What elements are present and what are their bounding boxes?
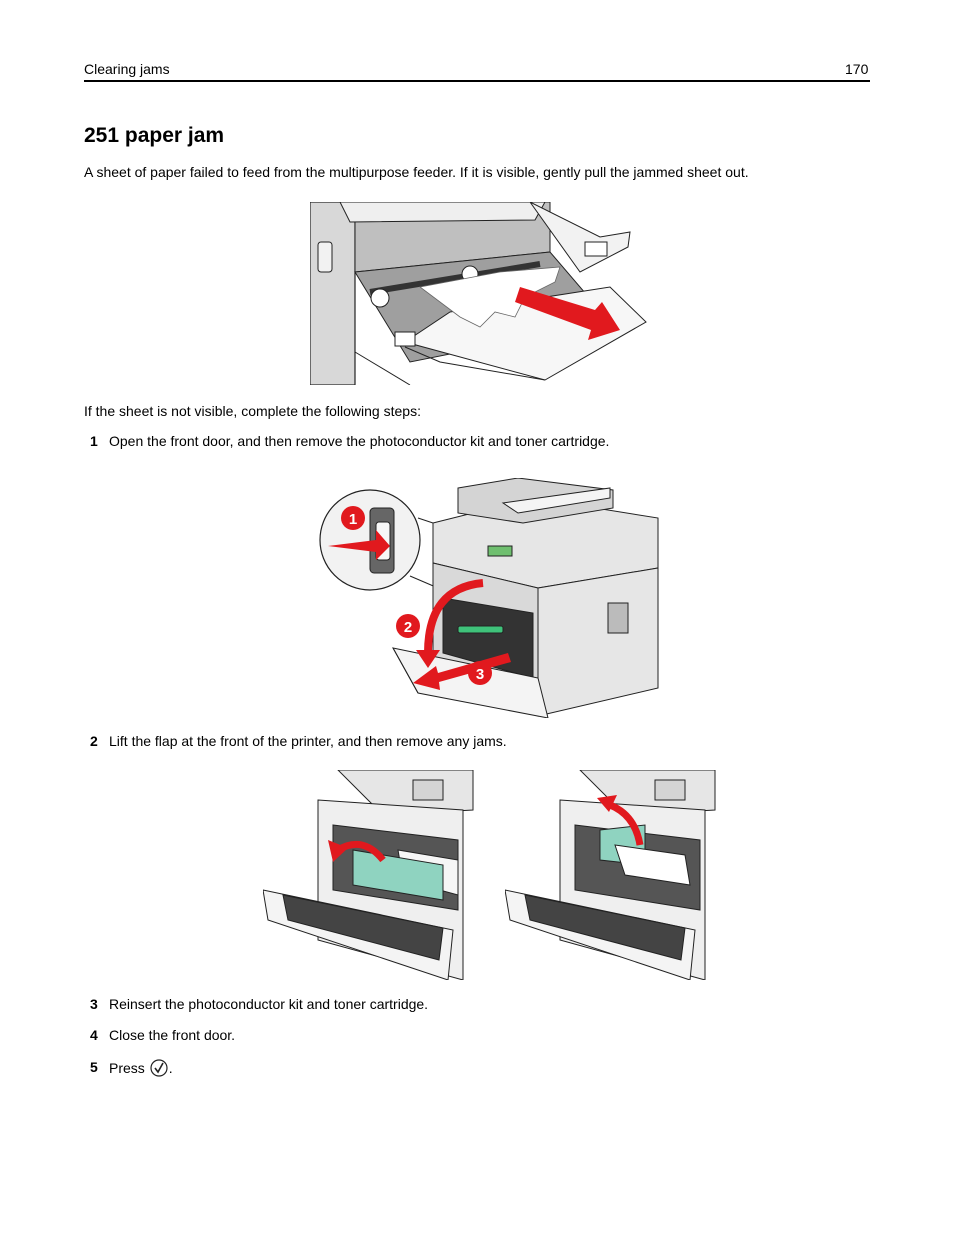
step-text: Press <box>109 1060 145 1076</box>
red-arrow-icon <box>328 530 390 560</box>
intro-paragraph: A sheet of paper failed to feed from the… <box>84 164 749 180</box>
step-text: Reinsert the photoconductor kit and tone… <box>109 996 429 1012</box>
figure-open-front-door: 1 2 3 <box>319 478 659 718</box>
page-title: 251 paper jam <box>84 124 225 147</box>
running-header: Clearing jams <box>84 61 170 77</box>
step-text: Close the front door. <box>109 1027 236 1043</box>
red-arrow-icon <box>597 795 617 812</box>
red-arrow-icon <box>515 287 620 340</box>
step-number: 4 <box>90 1027 98 1043</box>
red-arrow-icon <box>328 840 348 862</box>
step-text: Lift the flap at the front of the printe… <box>109 733 507 749</box>
step-number: 2 <box>90 733 98 749</box>
red-arrow-icon <box>416 650 440 668</box>
step-suffix: . <box>168 1060 173 1076</box>
not-visible-paragraph: If the sheet is not visible, complete th… <box>84 403 421 419</box>
figure-remove-jam <box>505 770 716 980</box>
page-number: 170 <box>845 61 869 77</box>
callout-1: 1 <box>349 511 357 528</box>
step-text: Open the front door, and then remove the… <box>109 433 610 449</box>
figure-mp-feeder-jam <box>310 202 647 385</box>
red-arrow-icon <box>413 653 511 690</box>
callout-3: 3 <box>476 666 484 683</box>
step-text-press: Press . <box>109 1059 173 1077</box>
callout-2: 2 <box>404 619 412 636</box>
step-number: 5 <box>90 1059 98 1075</box>
flap <box>352 849 444 901</box>
step-number: 1 <box>90 433 98 449</box>
figure-lift-flap <box>263 770 474 980</box>
checkmark-button-icon <box>150 1059 168 1077</box>
step-number: 3 <box>90 996 98 1012</box>
header-rule <box>84 80 870 82</box>
